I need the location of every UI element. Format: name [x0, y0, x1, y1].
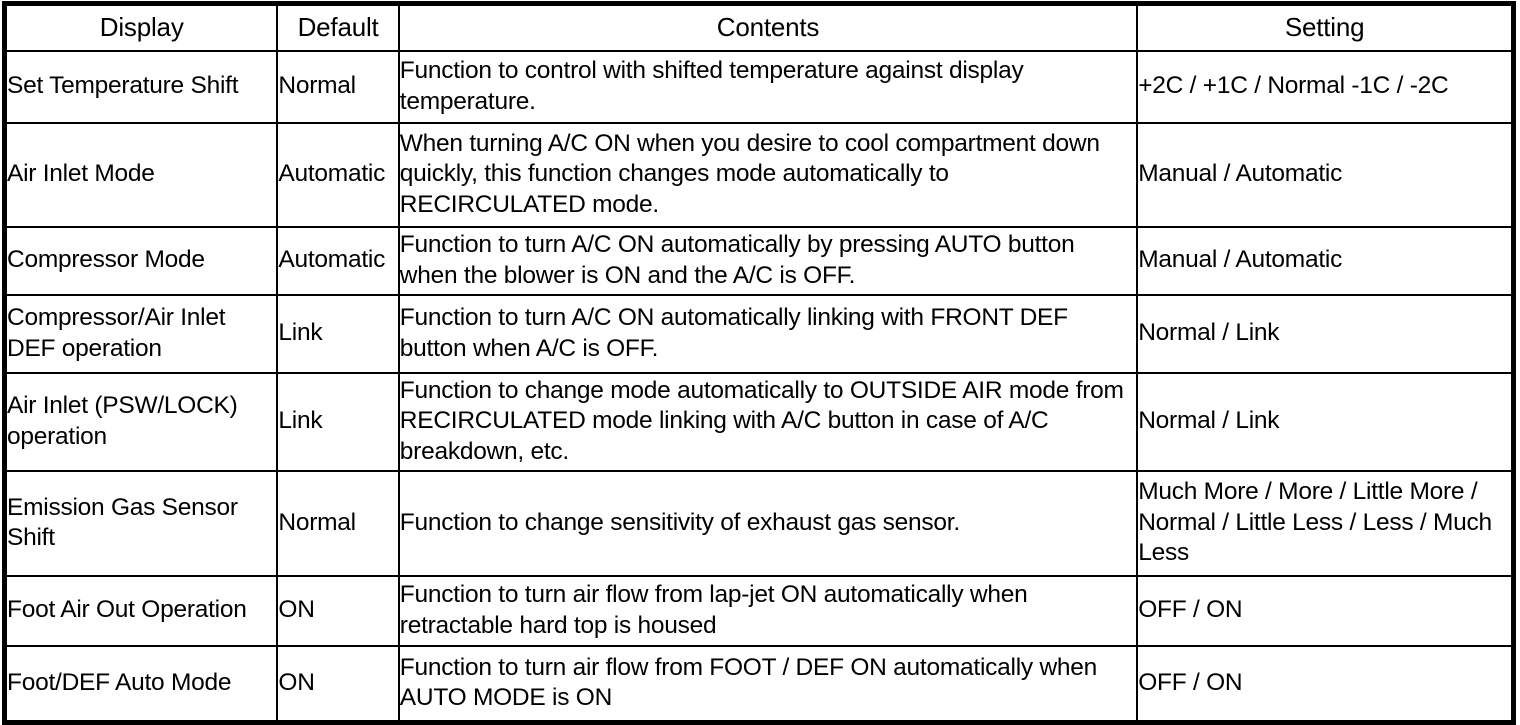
cell-display: Emission Gas Sensor Shift: [3, 469, 279, 577]
cell-contents: Function to turn air flow from FOOT / DE…: [397, 644, 1139, 724]
cell-default: Link: [276, 371, 400, 472]
cell-contents: Function to turn A/C ON automatically li…: [397, 293, 1139, 374]
cell-setting: OFF / ON: [1136, 644, 1515, 724]
cell-default: Normal: [276, 49, 400, 124]
cell-display: Compressor/Air Inlet DEF operation: [3, 293, 279, 374]
cell-default: Automatic: [276, 225, 400, 296]
cell-setting: OFF / ON: [1136, 574, 1515, 647]
header-row: Display Default Contents Setting: [3, 2, 1515, 52]
column-header-setting: Setting: [1136, 2, 1515, 52]
cell-display: Foot Air Out Operation: [3, 574, 279, 647]
table-header: Display Default Contents Setting: [3, 2, 1515, 52]
cell-default: Automatic: [276, 121, 400, 228]
table-row: Air Inlet (PSW/LOCK) operation Link Func…: [3, 371, 1515, 472]
cell-setting: Normal / Link: [1136, 293, 1515, 374]
column-header-default: Default: [276, 2, 400, 52]
cell-setting: Much More / More / Little More / Normal …: [1136, 469, 1515, 577]
cell-default: Link: [276, 293, 400, 374]
column-header-contents: Contents: [397, 2, 1139, 52]
cell-contents: Function to change sensitivity of exhaus…: [397, 469, 1139, 577]
table-row: Foot/DEF Auto Mode ON Function to turn a…: [3, 644, 1515, 724]
table-row: Air Inlet Mode Automatic When turning A/…: [3, 121, 1515, 228]
cell-display: Air Inlet Mode: [3, 121, 279, 228]
table-row: Compressor/Air Inlet DEF operation Link …: [3, 293, 1515, 374]
cell-setting: +2C / +1C / Normal -1C / -2C: [1136, 49, 1515, 124]
cell-setting: Manual / Automatic: [1136, 121, 1515, 228]
table-body: Set Temperature Shift Normal Function to…: [3, 49, 1515, 724]
table-row: Set Temperature Shift Normal Function to…: [3, 49, 1515, 124]
cell-setting: Normal / Link: [1136, 371, 1515, 472]
cell-contents: Function to control with shifted tempera…: [397, 49, 1139, 124]
cell-contents: Function to change mode automatically to…: [397, 371, 1139, 472]
cell-default: Normal: [276, 469, 400, 577]
table-row: Compressor Mode Automatic Function to tu…: [3, 225, 1515, 296]
cell-setting: Manual / Automatic: [1136, 225, 1515, 296]
cell-contents: When turning A/C ON when you desire to c…: [397, 121, 1139, 228]
cell-display: Foot/DEF Auto Mode: [3, 644, 279, 724]
cell-display: Set Temperature Shift: [3, 49, 279, 124]
cell-default: ON: [276, 644, 400, 724]
cell-display: Air Inlet (PSW/LOCK) operation: [3, 371, 279, 472]
table-row: Emission Gas Sensor Shift Normal Functio…: [3, 469, 1515, 577]
column-header-display: Display: [3, 2, 279, 52]
cell-contents: Function to turn air flow from lap-jet O…: [397, 574, 1139, 647]
table-row: Foot Air Out Operation ON Function to tu…: [3, 574, 1515, 647]
cell-contents: Function to turn A/C ON automatically by…: [397, 225, 1139, 296]
cell-default: ON: [276, 574, 400, 647]
cell-display: Compressor Mode: [3, 225, 279, 296]
